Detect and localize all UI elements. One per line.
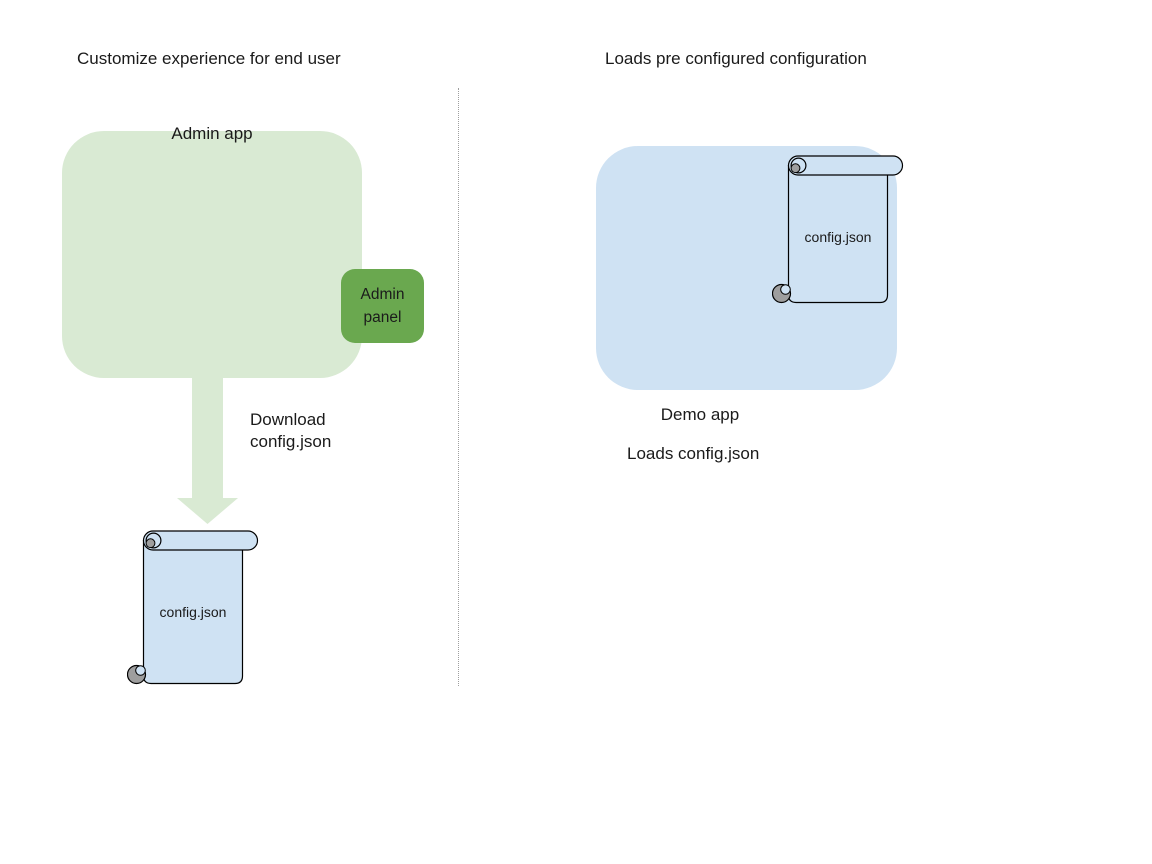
down-arrow-icon bbox=[177, 377, 238, 524]
admin-app-label: Admin app bbox=[171, 123, 253, 143]
section-divider bbox=[458, 88, 459, 686]
left-section-title: Customize experience for end user bbox=[77, 49, 341, 68]
scroll-document-icon bbox=[126, 530, 259, 685]
download-arrow-label: Download config.json bbox=[250, 410, 332, 451]
config-json-file-left: config.json bbox=[126, 530, 259, 688]
right-section-title: Loads pre configured configuration bbox=[605, 49, 867, 68]
admin-panel-box: Admin panel bbox=[341, 269, 424, 343]
loads-config-caption: Loads config.json bbox=[627, 444, 760, 463]
admin-app-box: Admin app Admin panel bbox=[62, 124, 424, 378]
download-arrow bbox=[170, 377, 246, 526]
demo-app-label: Demo app bbox=[660, 405, 740, 424]
scroll-document-icon bbox=[771, 155, 904, 304]
config-json-label-left: config.json bbox=[159, 604, 227, 620]
config-json-file-right: config.json bbox=[771, 155, 904, 307]
admin-panel-label: Admin panel bbox=[360, 286, 405, 326]
config-json-label-right: config.json bbox=[804, 229, 872, 245]
